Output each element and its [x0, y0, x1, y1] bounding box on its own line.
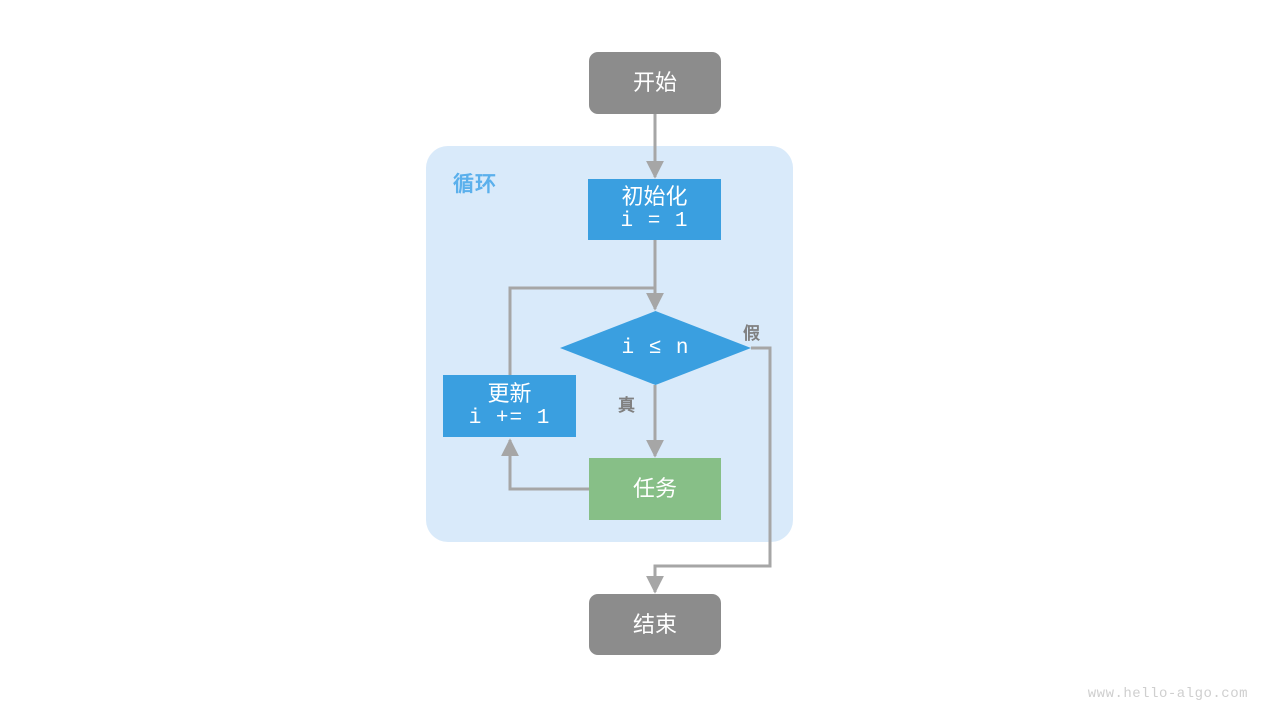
node-end[interactable]: 结束 [589, 594, 721, 655]
node-condition-label: i ≤ n [621, 336, 690, 360]
node-initialize[interactable]: 初始化 i = 1 [588, 179, 721, 240]
node-update-title: 更新 [487, 380, 532, 406]
node-start[interactable]: 开始 [589, 52, 721, 114]
edge-label-false: 假 [743, 324, 760, 343]
node-initialize-code: i = 1 [620, 210, 689, 234]
node-update-code: i += 1 [468, 406, 551, 430]
edge-label-true: 真 [618, 396, 635, 415]
node-task-label: 任务 [632, 476, 677, 502]
edge-task-to-update [501, 438, 589, 491]
diamond-shape [560, 311, 751, 385]
node-condition[interactable]: i ≤ n [560, 311, 751, 385]
node-update[interactable]: 更新 i += 1 [443, 375, 576, 437]
edge-condition-to-end [646, 346, 772, 594]
node-end-label: 结束 [632, 611, 677, 637]
edge-update-to-condition [508, 286, 655, 375]
node-task[interactable]: 任务 [589, 458, 721, 520]
loop-container-label: 循环 [453, 173, 497, 196]
node-start-label: 开始 [632, 70, 677, 96]
watermark: www.hello-algo.com [1087, 686, 1248, 702]
node-initialize-title: 初始化 [621, 184, 688, 210]
